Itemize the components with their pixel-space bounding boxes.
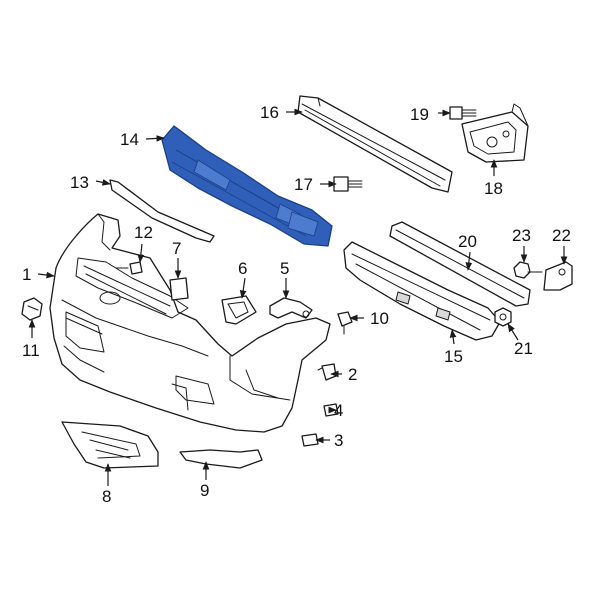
callout-13: 13 [70, 173, 89, 192]
callout-17: 17 [294, 175, 313, 194]
callout-1: 1 [22, 265, 31, 284]
leader-lines [28, 108, 568, 486]
callout-labels: 1 2 3 4 5 6 7 8 9 10 11 12 13 14 15 16 1… [22, 103, 571, 506]
bracket-22 [543, 261, 573, 291]
bracket-5 [269, 297, 313, 319]
callout-16: 16 [260, 103, 279, 122]
clip-10 [337, 311, 353, 335]
callout-12: 12 [134, 223, 153, 242]
trim-strip [109, 179, 215, 243]
lower-trim [179, 449, 263, 469]
callout-9: 9 [200, 481, 209, 500]
callout-21: 21 [514, 339, 533, 358]
nut-21 [494, 307, 512, 327]
bolt-17 [333, 176, 363, 192]
mounting-bracket [461, 103, 529, 163]
callout-18: 18 [484, 179, 503, 198]
bolt-12 [115, 261, 143, 275]
callout-7: 7 [172, 239, 181, 258]
callout-11: 11 [22, 341, 40, 360]
bolt-23 [513, 261, 543, 279]
emblem [21, 297, 43, 321]
bumper-cover [49, 213, 331, 433]
callout-19: 19 [410, 105, 429, 124]
callout-20: 20 [458, 232, 477, 251]
callout-8: 8 [102, 487, 111, 506]
callout-3: 3 [334, 431, 343, 450]
callout-15: 15 [444, 347, 463, 366]
clip-3 [301, 433, 319, 447]
callout-4: 4 [334, 401, 343, 420]
bolt-19 [449, 106, 477, 120]
callout-14: 14 [120, 130, 139, 149]
fog-lamp-grille [61, 421, 159, 469]
callout-5: 5 [280, 259, 289, 278]
fastener-2 [317, 363, 337, 381]
callout-22: 22 [552, 226, 571, 245]
callout-10: 10 [370, 309, 389, 328]
clip-7 [169, 277, 189, 301]
callout-6: 6 [238, 259, 247, 278]
impact-bar [343, 241, 501, 341]
lower-reinforcement-bar [389, 221, 531, 307]
energy-absorber [161, 125, 333, 247]
callout-2: 2 [348, 365, 357, 384]
callout-23: 23 [512, 226, 531, 245]
bracket-6 [221, 295, 257, 325]
